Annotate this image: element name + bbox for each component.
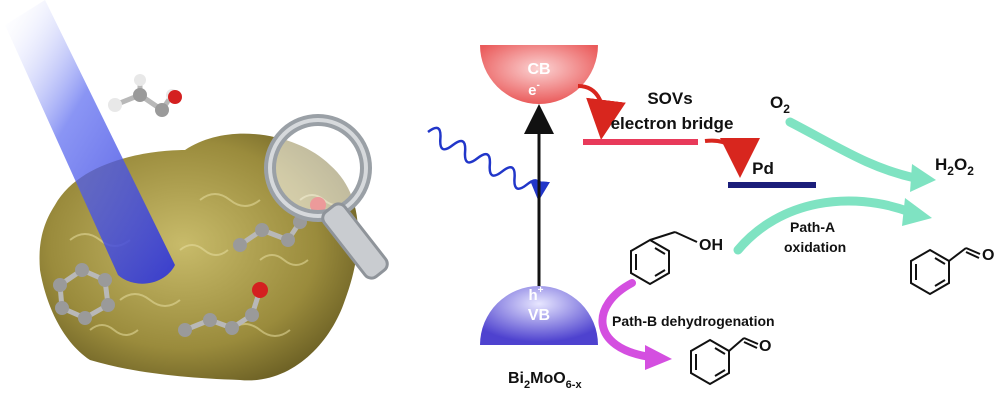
path-a-arrow (733, 196, 915, 255)
aldehyde-b-o-label: O (759, 338, 771, 355)
conduction-band (480, 45, 598, 104)
path-b-arrowhead (645, 345, 672, 370)
benzaldehyde-a (910, 247, 981, 296)
path-b-label: Path-B dehydrogenation (612, 313, 775, 329)
path-a-label: Path-A (790, 219, 835, 235)
path-a-sub-label: oxidation (784, 239, 846, 255)
path-b-arrow (598, 279, 654, 361)
light-wave (427, 126, 550, 202)
magnifier-icon (264, 114, 389, 280)
cb-label: CB (527, 61, 550, 78)
h2o2-label: H2O2 (935, 155, 974, 178)
vb-hole: h+ (528, 285, 543, 304)
light-beam (5, 0, 175, 284)
sovs-bar (583, 139, 698, 145)
path-a-arrowhead (902, 198, 932, 226)
o2-arrowhead (910, 164, 936, 192)
o2-to-h2o2-arrow (785, 117, 920, 183)
aldehyde-a-o-label: O (982, 247, 994, 264)
benzyl-alcohol (630, 231, 698, 286)
sovs-label: SOVs (647, 89, 692, 108)
catalyst-formula: Bi2MoO6-x (508, 370, 582, 391)
o2-label: O2 (770, 93, 790, 116)
cb-to-sovs-arrow (577, 84, 626, 140)
electron-bridge-label: electron bridge (611, 114, 734, 133)
pd-bar (728, 182, 816, 188)
alcohol-oh-label: OH (699, 237, 723, 254)
cb-electron: e- (528, 80, 540, 99)
valence-band (480, 286, 598, 345)
vb-label: VB (528, 307, 550, 324)
pd-label: Pd (752, 159, 774, 178)
sovs-to-pd-arrow (704, 137, 760, 178)
benzaldehyde-b (690, 337, 759, 386)
